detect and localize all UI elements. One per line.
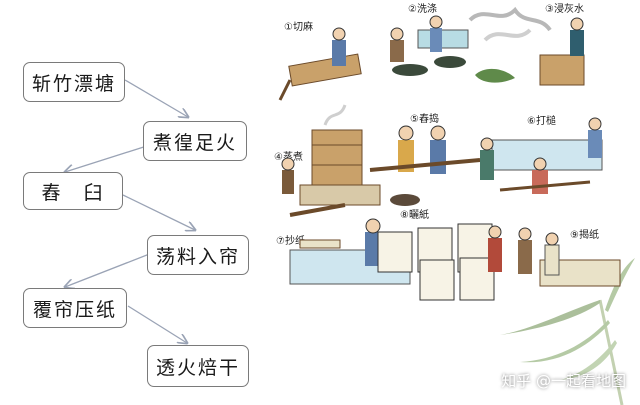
- papermaking-illustration: ①切麻 ②洗涤 ③浸灰水 ④蒸: [274, 2, 635, 405]
- scene-drying: ⑧曬紙: [377, 208, 502, 301]
- caption-5: ⑤舂捣: [410, 112, 439, 125]
- arrow-1: [124, 79, 188, 117]
- watermark: 知乎 @一起看地图: [501, 372, 626, 390]
- caption-6: ⑥打槌: [527, 114, 556, 127]
- step-box-6: 透火焙干: [147, 345, 249, 387]
- scene-peeling: ⑨揭纸: [518, 227, 621, 287]
- scene-lime-soak: ③浸灰水: [468, 2, 585, 86]
- caption-4: ④蒸煮: [274, 151, 303, 163]
- caption-8: ⑧曬紙: [400, 208, 429, 221]
- scene-washing: ②洗涤: [390, 2, 469, 76]
- step-box-1: 斩竹漂塘: [23, 62, 125, 102]
- caption-7: ⑦抄纸: [276, 234, 305, 247]
- step-box-4: 荡料入帘: [147, 235, 249, 275]
- arrow-4: [65, 252, 153, 287]
- arrow-5: [127, 305, 187, 343]
- caption-3: ③浸灰水: [545, 2, 584, 15]
- flow-arrows: [0, 79, 270, 405]
- scene-steaming: ④蒸煮: [274, 104, 381, 217]
- caption-9: ⑨揭纸: [570, 228, 599, 241]
- caption-1: ①切麻: [284, 20, 313, 33]
- scene-pounding: ⑤舂捣: [369, 112, 481, 206]
- step-box-5: 覆帘压纸: [23, 288, 127, 328]
- caption-2: ②洗涤: [408, 2, 437, 15]
- scene-cut-bamboo: ①切麻: [278, 20, 362, 101]
- step-box-3: 舂 臼: [23, 172, 123, 210]
- scene-beating: ⑥打槌: [480, 114, 603, 194]
- arrow-3: [122, 194, 195, 230]
- arrow-2: [65, 144, 151, 172]
- step-box-2: 煮徨足火: [143, 121, 247, 161]
